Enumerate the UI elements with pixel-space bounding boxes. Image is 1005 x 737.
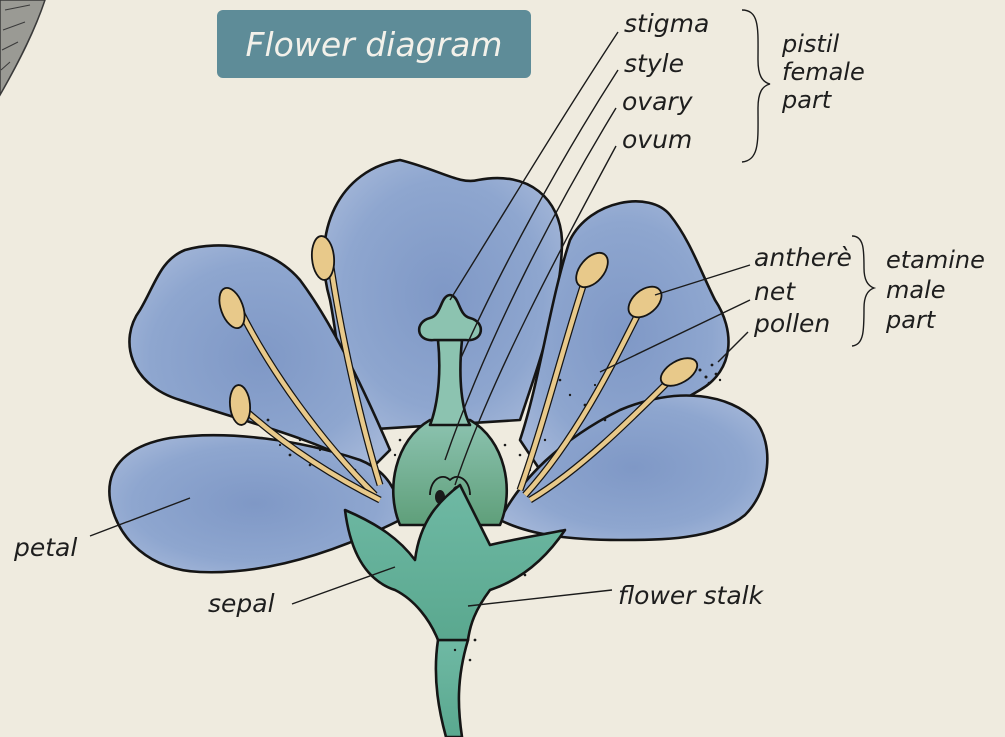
flower xyxy=(109,160,767,737)
leaf-corner-decoration xyxy=(0,0,45,95)
group-stamen-line-1: etamine xyxy=(886,246,985,274)
group-pistil-line-3: part xyxy=(781,86,833,114)
label-ovary: ovary xyxy=(622,87,694,116)
title-banner: Flower diagram xyxy=(217,10,531,78)
label-pollen: pollen xyxy=(753,309,830,338)
label-flower-stalk: flower stalk xyxy=(618,581,765,610)
pistil-brace xyxy=(742,10,770,162)
label-ovum: ovum xyxy=(622,125,692,154)
group-pistil-line-1: pistil xyxy=(781,30,839,58)
label-net: net xyxy=(754,277,796,306)
label-stigma: stigma xyxy=(624,9,709,38)
flower-stalk-shape xyxy=(436,640,468,737)
label-anther: antherè xyxy=(754,243,852,272)
page-title: Flower diagram xyxy=(246,25,503,64)
label-style: style xyxy=(624,49,684,78)
group-stamen-line-3: part xyxy=(885,306,937,334)
label-petal: petal xyxy=(13,533,77,562)
group-stamen-line-2: male xyxy=(886,276,946,304)
label-sepal: sepal xyxy=(208,589,275,618)
stamen-brace xyxy=(852,236,874,346)
group-pistil-line-2: female xyxy=(782,58,865,86)
